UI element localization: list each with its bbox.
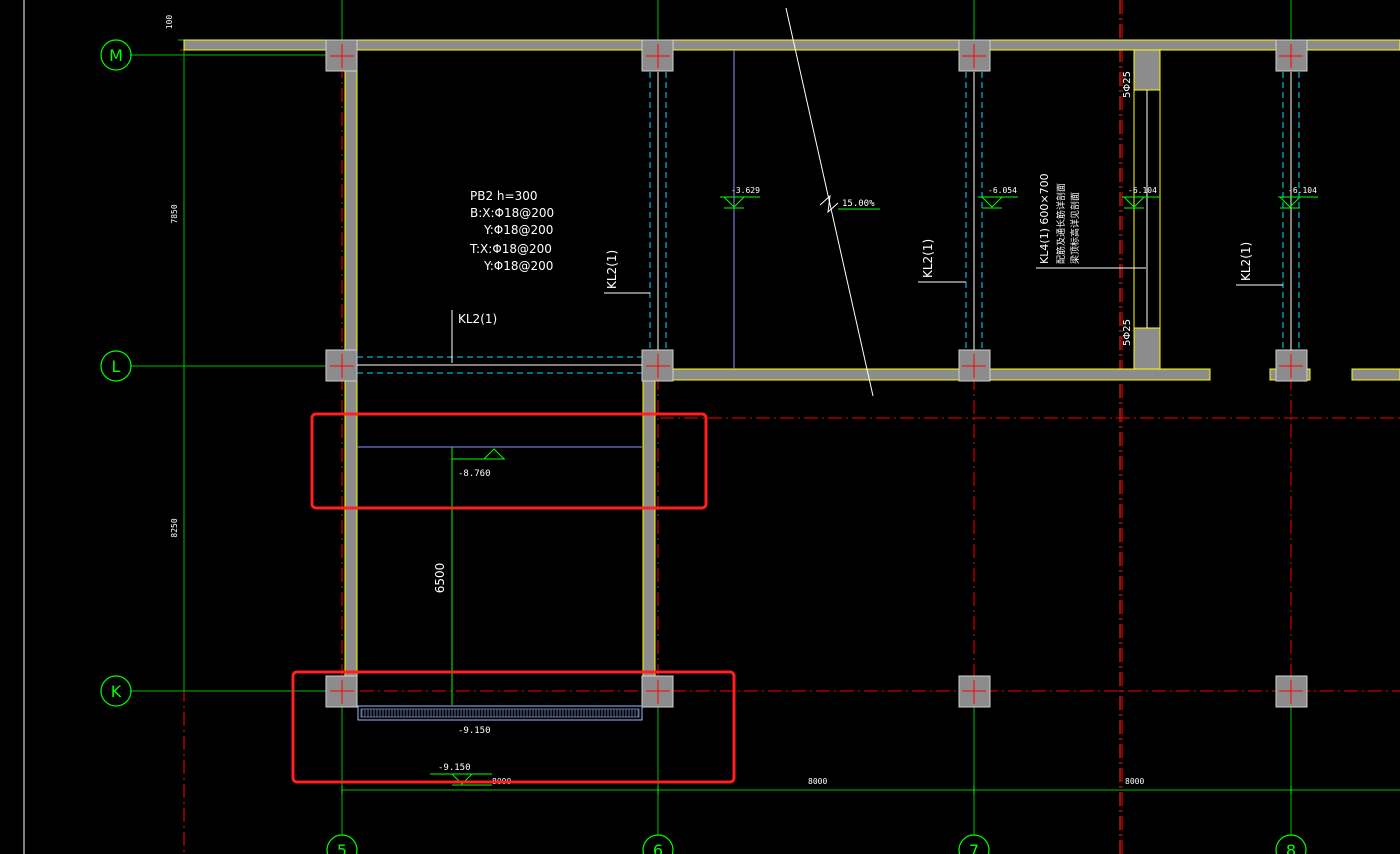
svg-text:T:X:Φ18@200: T:X:Φ18@200: [469, 242, 552, 256]
axis-bubble-5: 5: [326, 834, 358, 854]
dim-opening-height: 6500: [433, 563, 447, 594]
axis-bubble-7: 7: [958, 834, 990, 854]
elevation-marker-1: [720, 196, 760, 209]
slab-note: PB2 h=300 B:X:Φ18@200 Y:Φ18@200 T:X:Φ18@…: [469, 189, 554, 273]
beam-label-kl4: KL4(1) 600×700 配筋及通长筋详剖面 梁顶标高详见剖面: [1036, 173, 1146, 269]
svg-text:L: L: [112, 357, 121, 376]
beam-lines: [357, 72, 1300, 374]
beam-label-kl2-col7: KL2(1): [918, 239, 966, 283]
svg-text:-3.629: -3.629: [731, 186, 760, 195]
elevation-marker-4: [1278, 196, 1318, 209]
axis-lines-horizontal: [130, 39, 1400, 791]
axis-bubble-L: L: [100, 350, 132, 382]
beam-solid-lines: [357, 72, 1292, 366]
hatch-lines: [361, 709, 639, 717]
axis-bubble-6: 6: [642, 834, 674, 854]
axis-bubble-K: K: [100, 675, 132, 707]
grid-lines-vertical: [341, 0, 1292, 835]
svg-text:KL4(1) 600×700: KL4(1) 600×700: [1038, 173, 1051, 264]
svg-text:-6.104: -6.104: [1128, 186, 1157, 195]
svg-text:Y:Φ18@200: Y:Φ18@200: [483, 259, 553, 273]
dim-span-67: 8000: [808, 777, 827, 786]
svg-text:6: 6: [653, 841, 663, 854]
svg-text:M: M: [109, 46, 123, 65]
elevation-label-5: -8.760: [458, 469, 491, 479]
dim-span-78: 8000: [1125, 777, 1144, 786]
svg-text:-6.104: -6.104: [1288, 186, 1317, 195]
svg-text:7: 7: [969, 841, 979, 854]
dim-l-to-k: 8250: [170, 518, 179, 537]
svg-text:B:X:Φ18@200: B:X:Φ18@200: [470, 206, 554, 220]
highlight-box-lower: [291, 670, 736, 784]
elevation-marker-2: [978, 196, 1018, 209]
dim-m-to-l: 7850: [170, 204, 179, 223]
svg-text:-6.054: -6.054: [988, 186, 1017, 195]
svg-text:KL2(1): KL2(1): [1239, 242, 1253, 281]
svg-text:5: 5: [337, 841, 347, 854]
svg-text:KL2(1): KL2(1): [605, 250, 619, 289]
beam-label-kl2-col6: KL2(1): [604, 250, 650, 294]
ramp-break: [819, 194, 839, 214]
column-crosshairs: [330, 44, 1303, 704]
elevation-marker-5: [451, 447, 505, 705]
beam-label-kl2-horizontal: KL2(1): [451, 310, 497, 363]
elevation-label-7: -9.150: [438, 763, 471, 773]
svg-text:配筋及通长筋详剖面: 配筋及通长筋详剖面: [1055, 183, 1067, 264]
slope-label: 15.00%: [842, 199, 875, 209]
elevation-marker-3: [1122, 196, 1160, 209]
elevation-marker-7: [430, 773, 492, 786]
svg-text:K: K: [111, 682, 122, 701]
rebar-bottom: 5Φ25: [1122, 319, 1133, 346]
svg-text:PB2 h=300: PB2 h=300: [470, 189, 537, 203]
axis-bubble-M: M: [100, 39, 132, 71]
beam-label-kl2-col8: KL2(1): [1236, 242, 1283, 286]
rebar-top: 5Φ25: [1122, 71, 1133, 98]
svg-text:KL2(1): KL2(1): [458, 312, 497, 326]
axis-bubble-8: 8: [1275, 834, 1307, 854]
dim-top-small: 100: [165, 15, 174, 30]
highlight-box-upper: [310, 412, 708, 510]
svg-text:8: 8: [1286, 841, 1296, 854]
svg-text:梁顶标高详见剖面: 梁顶标高详见剖面: [1069, 192, 1081, 264]
walls: [183, 39, 1400, 691]
svg-text:KL2(1): KL2(1): [921, 239, 935, 278]
elevation-label-6: -9.150: [458, 726, 491, 736]
svg-text:Y:Φ18@200: Y:Φ18@200: [483, 223, 553, 237]
